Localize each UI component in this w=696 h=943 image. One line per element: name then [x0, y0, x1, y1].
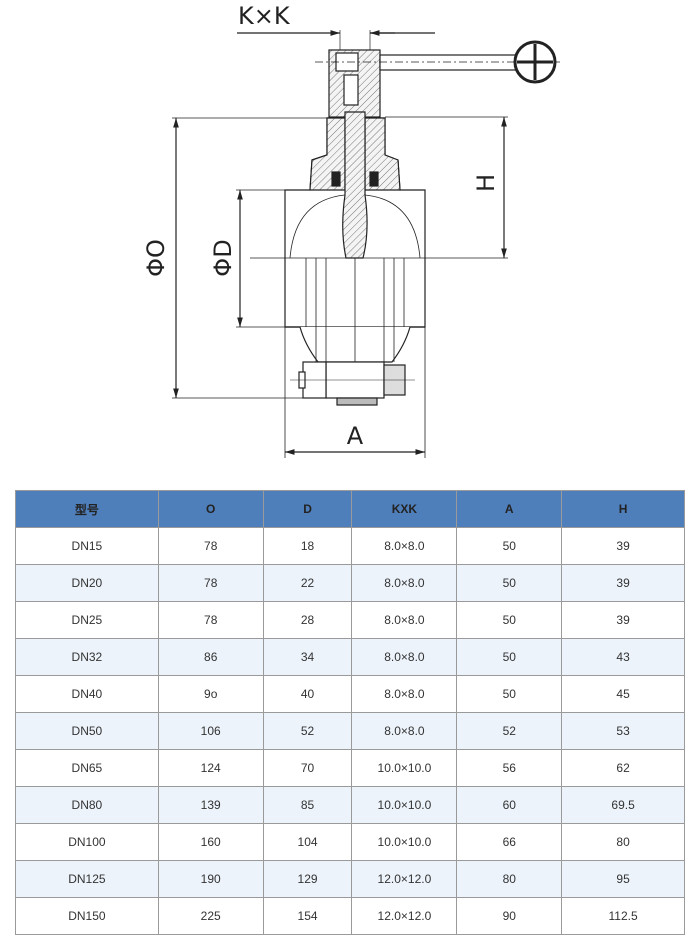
- table-cell: DN40: [15, 675, 159, 713]
- table-cell: 50: [456, 564, 563, 602]
- table-cell: DN25: [15, 601, 159, 639]
- table-cell: 124: [157, 749, 264, 787]
- header-kxk: KXK: [351, 490, 458, 528]
- table-cell: 78: [157, 564, 264, 602]
- table-cell: 85: [262, 786, 353, 824]
- table-cell: DN150: [15, 897, 159, 935]
- table-cell: 10.0×10.0: [351, 749, 458, 787]
- table-cell: 90: [456, 897, 563, 935]
- table-cell: 8.0×8.0: [351, 675, 458, 713]
- kxk-label: K×K: [238, 2, 291, 30]
- table-cell: 225: [157, 897, 264, 935]
- table-cell: 45: [561, 675, 685, 713]
- table-cell: 139: [157, 786, 264, 824]
- table-cell: DN100: [15, 823, 159, 861]
- table-cell: 112.5: [561, 897, 685, 935]
- table-cell: 12.0×12.0: [351, 860, 458, 898]
- table-cell: 22: [262, 564, 353, 602]
- phi-o-dimension: [172, 117, 330, 399]
- table-cell: 39: [561, 527, 685, 565]
- table-cell: 12.0×12.0: [351, 897, 458, 935]
- table-cell: 106: [157, 712, 264, 750]
- a-dimension: [284, 327, 426, 458]
- phi-d-dimension: [236, 189, 285, 328]
- table-cell: 50: [456, 675, 563, 713]
- table-cell: 60: [456, 786, 563, 824]
- table-cell: DN65: [15, 749, 159, 787]
- table-cell: 160: [157, 823, 264, 861]
- header-a: A: [456, 490, 563, 528]
- table-cell: 18: [262, 527, 353, 565]
- phi-o-label: ΦO: [142, 239, 170, 277]
- table-cell: 43: [561, 638, 685, 676]
- table-cell: DN125: [15, 860, 159, 898]
- table-header-row: 型号 O D KXK A H: [15, 490, 685, 528]
- table-cell: 10.0×10.0: [351, 823, 458, 861]
- h-dimension: [385, 116, 508, 259]
- butterfly-valve-drawing: K×K ΦO ΦD H A: [142, 2, 560, 458]
- table-cell: 53: [561, 712, 685, 750]
- header-model: 型号: [15, 490, 159, 528]
- table-cell: 80: [561, 823, 685, 861]
- table-cell: 9o: [157, 675, 264, 713]
- table-cell: 50: [456, 601, 563, 639]
- table-cell: 40: [262, 675, 353, 713]
- table-cell: 104: [262, 823, 353, 861]
- table-cell: DN32: [15, 638, 159, 676]
- table-cell: 34: [262, 638, 353, 676]
- table-cell: 66: [456, 823, 563, 861]
- table-cell: 56: [456, 749, 563, 787]
- table-cell: 86: [157, 638, 264, 676]
- table-cell: 62: [561, 749, 685, 787]
- table-cell: 78: [157, 527, 264, 565]
- table-cell: DN80: [15, 786, 159, 824]
- table-cell: DN20: [15, 564, 159, 602]
- table-cell: 50: [456, 638, 563, 676]
- table-cell: 39: [561, 564, 685, 602]
- header-h: H: [561, 490, 685, 528]
- table-cell: 154: [262, 897, 353, 935]
- kxk-dimension: [237, 30, 435, 60]
- phi-d-label: ΦD: [209, 239, 237, 276]
- table-cell: 80: [456, 860, 563, 898]
- table-cell: 8.0×8.0: [351, 527, 458, 565]
- table-cell: 129: [262, 860, 353, 898]
- table-cell: 52: [456, 712, 563, 750]
- table-cell: 8.0×8.0: [351, 638, 458, 676]
- table-cell: 28: [262, 601, 353, 639]
- table-cell: 10.0×10.0: [351, 786, 458, 824]
- table-cell: 190: [157, 860, 264, 898]
- valve-handle: [315, 40, 560, 118]
- table-cell: 69.5: [561, 786, 685, 824]
- valve-body: [250, 111, 455, 406]
- h-label: H: [472, 174, 500, 192]
- table-cell: 8.0×8.0: [351, 712, 458, 750]
- a-label: A: [347, 422, 364, 450]
- table-cell: 8.0×8.0: [351, 564, 458, 602]
- table-cell: DN50: [15, 712, 159, 750]
- header-d: D: [262, 490, 353, 528]
- table-cell: 8.0×8.0: [351, 601, 458, 639]
- table-cell: 70: [262, 749, 353, 787]
- table-cell: 95: [561, 860, 685, 898]
- table-cell: 50: [456, 527, 563, 565]
- table-cell: DN15: [15, 527, 159, 565]
- table-cell: 52: [262, 712, 353, 750]
- table-cell: 78: [157, 601, 264, 639]
- table-cell: 39: [561, 601, 685, 639]
- header-o: O: [157, 490, 264, 528]
